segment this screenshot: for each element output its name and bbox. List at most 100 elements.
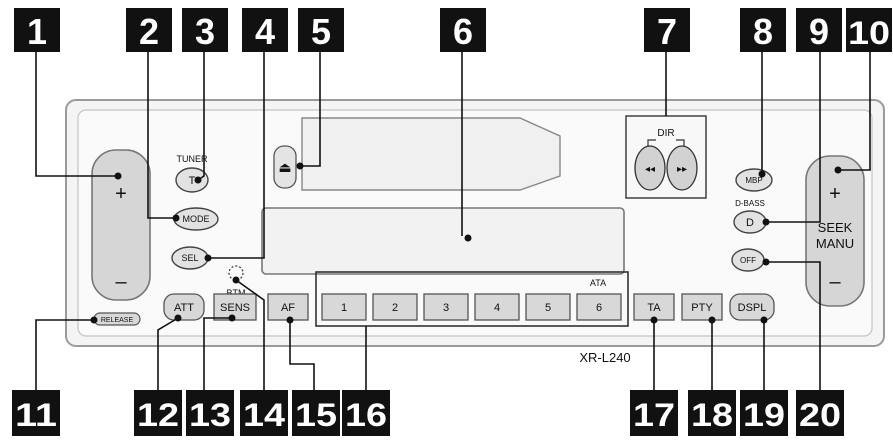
leader-lines <box>35 52 871 390</box>
callout-number: 7 <box>657 11 677 52</box>
tuner-button[interactable]: T <box>175 167 209 193</box>
callout-number: 11 <box>15 397 57 433</box>
mode-button-label: MODE <box>183 214 210 224</box>
callout-number: 14 <box>243 397 285 433</box>
callout-3: 3 <box>182 8 228 52</box>
preset-group-box <box>315 271 629 327</box>
callout-16: 16 <box>342 390 390 436</box>
callout-7: 7 <box>644 8 690 52</box>
callout-14: 14 <box>240 390 288 436</box>
pty-button[interactable]: PTY <box>681 293 723 321</box>
volume-minus-label: – <box>115 271 127 293</box>
callout-12: 12 <box>134 390 182 436</box>
callout-number: 16 <box>345 397 387 433</box>
callout-4: 4 <box>242 8 288 52</box>
callout-number: 8 <box>753 11 773 52</box>
callout-9: 9 <box>796 8 842 52</box>
callout-17: 17 <box>630 390 678 436</box>
volume-rocker[interactable]: + – <box>91 149 151 301</box>
preset-button-2[interactable]: 2 <box>372 293 418 321</box>
display-marker <box>464 234 472 242</box>
callout-number: 10 <box>848 15 890 51</box>
dspl-button-label: DSPL <box>738 302 767 314</box>
preset-button-4[interactable]: 4 <box>474 293 520 321</box>
forward-button[interactable]: ▸▸ <box>666 145 698 191</box>
att-button-label: ATT <box>174 302 194 314</box>
callout-number: 1 <box>27 11 47 52</box>
af-button-label: AF <box>281 302 295 314</box>
callout-10: 10 <box>846 8 892 52</box>
seek-plus-label: + <box>829 183 841 205</box>
eject-button[interactable]: ⏏ <box>273 145 297 189</box>
callout-number: 12 <box>137 397 179 433</box>
dbass-label: D-BASS <box>735 199 765 208</box>
dbass-button[interactable]: D <box>733 210 767 234</box>
cassette-slot <box>301 117 561 191</box>
preset-label-2: 2 <box>392 302 398 314</box>
callout-11: 11 <box>12 390 60 436</box>
callout-number: 2 <box>139 11 159 52</box>
att-button[interactable]: ATT <box>163 293 205 321</box>
callout-number: 5 <box>311 11 331 52</box>
callout-number: 13 <box>189 397 231 433</box>
release-button[interactable]: RELEASE <box>93 312 141 326</box>
callout-2: 2 <box>126 8 172 52</box>
preset-label-6: 6 <box>596 302 602 314</box>
btm-label: BTM <box>227 288 246 298</box>
sel-button[interactable]: SEL <box>171 246 209 270</box>
sel-button-label: SEL <box>181 253 198 263</box>
model-name: XR-L240 <box>579 350 630 365</box>
callout-number: 18 <box>691 397 733 433</box>
mbp-button[interactable]: MBP <box>735 168 773 192</box>
callout-number: 15 <box>295 397 337 433</box>
callout-5: 5 <box>298 8 344 52</box>
callout-15: 15 <box>292 390 340 436</box>
dbass-button-label: D <box>746 217 754 229</box>
dspl-button[interactable]: DSPL <box>729 293 775 321</box>
preset-label-4: 4 <box>494 302 500 314</box>
preset-button-6[interactable]: 6 <box>576 293 622 321</box>
forward-icon: ▸▸ <box>677 164 687 175</box>
callout-8: 8 <box>740 8 786 52</box>
seek-rocker[interactable]: + SEEK MANU – <box>805 155 865 307</box>
callout-20: 20 <box>796 390 844 436</box>
callout-number: 4 <box>255 11 275 52</box>
ta-button-label: TA <box>647 302 661 314</box>
callout-number: 6 <box>453 11 473 52</box>
mbp-button-label: MBP <box>745 176 762 185</box>
sens-button[interactable]: SENS <box>213 293 257 321</box>
ata-label: ATA <box>590 278 606 288</box>
ta-button[interactable]: TA <box>633 293 675 321</box>
af-button[interactable]: AF <box>267 293 309 321</box>
manu-label: MANU <box>816 236 854 251</box>
callout-number: 9 <box>809 11 829 52</box>
tuner-label: TUNER <box>177 154 208 164</box>
off-button-label: OFF <box>740 256 756 265</box>
callout-number: 19 <box>743 397 785 433</box>
callout-13: 13 <box>186 390 234 436</box>
preset-button-3[interactable]: 3 <box>423 293 469 321</box>
preset-button-5[interactable]: 5 <box>525 293 571 321</box>
rewind-button[interactable]: ◂◂ <box>634 145 666 191</box>
seek-minus-label: – <box>829 271 841 293</box>
callout-6: 6 <box>440 8 486 52</box>
rewind-icon: ◂◂ <box>645 164 655 175</box>
btm-indicator <box>228 265 244 281</box>
preset-label-3: 3 <box>443 302 449 314</box>
callout-number: 20 <box>799 397 841 433</box>
off-button[interactable]: OFF <box>731 248 765 272</box>
dir-label: DIR <box>657 128 674 139</box>
eject-icon: ⏏ <box>278 159 291 175</box>
preset-button-1[interactable]: 1 <box>321 293 367 321</box>
leader-dots <box>90 162 842 324</box>
callout-number: 3 <box>195 11 215 52</box>
pty-button-label: PTY <box>691 302 713 314</box>
callout-19: 19 <box>740 390 788 436</box>
callout-number: 17 <box>633 397 675 433</box>
callout-18: 18 <box>688 390 736 436</box>
tuner-button-label: T <box>189 175 196 187</box>
mode-button[interactable]: MODE <box>173 207 219 231</box>
display-window <box>261 207 625 275</box>
preset-label-5: 5 <box>545 302 551 314</box>
preset-label-1: 1 <box>341 302 347 314</box>
